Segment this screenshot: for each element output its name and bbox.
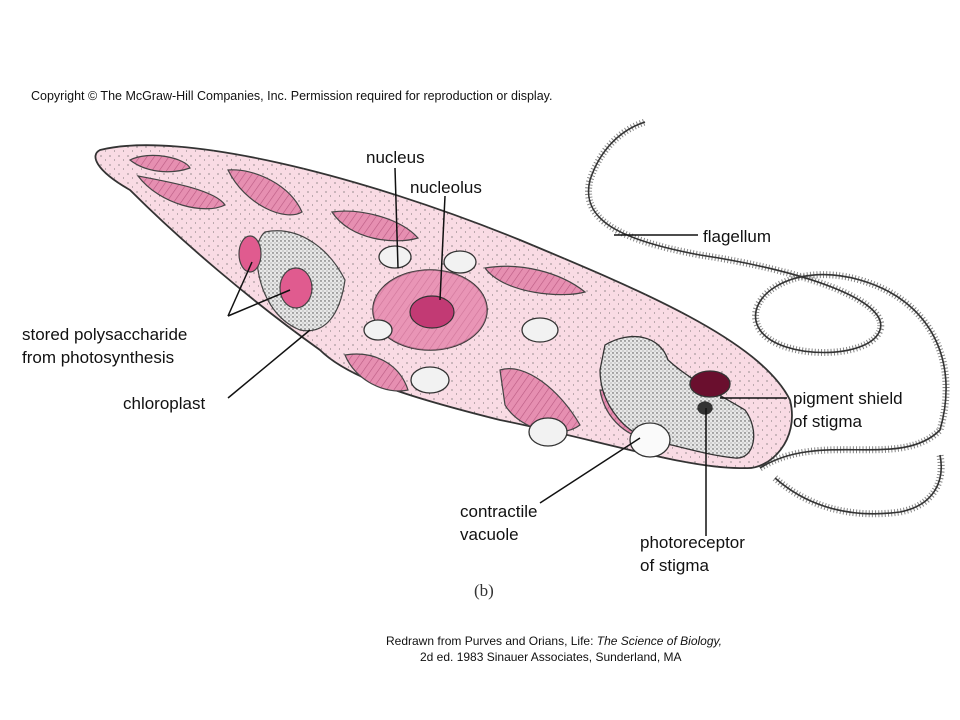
cell-inclusions xyxy=(363,245,568,447)
credit-book-title: The Science of Biology, xyxy=(596,634,722,648)
label-nucleus: nucleus xyxy=(366,148,425,167)
label-photoreceptor-1: photoreceptor xyxy=(640,533,745,552)
label-contractile-vacuole-2: vacuole xyxy=(460,525,519,544)
credit-note: Redrawn from Purves and Orians, Life: Th… xyxy=(386,633,722,665)
label-pigment-shield-2: of stigma xyxy=(793,412,863,431)
label-nucleolus: nucleolus xyxy=(410,178,482,197)
panel-label: (b) xyxy=(474,581,494,600)
pigment-shield xyxy=(689,370,731,398)
stored-polysaccharide xyxy=(238,230,346,332)
label-stored-polysaccharide-2: from photosynthesis xyxy=(22,348,174,367)
nucleolus xyxy=(409,295,455,329)
label-stored-polysaccharide-1: stored polysaccharide xyxy=(22,325,187,344)
label-pigment-shield-1: pigment shield xyxy=(793,389,903,408)
label-chloroplast: chloroplast xyxy=(123,394,205,413)
leader-lines xyxy=(227,167,787,536)
nucleus xyxy=(372,269,488,351)
label-flagellum: flagellum xyxy=(703,227,771,246)
reservoir-region xyxy=(599,335,755,459)
contractile-vacuole xyxy=(629,422,671,458)
credit-line2: 2d ed. 1983 Sinauer Associates, Sunderla… xyxy=(420,650,682,664)
copyright-notice: Copyright © The McGraw-Hill Companies, I… xyxy=(31,89,553,103)
flagellum xyxy=(585,118,950,518)
label-photoreceptor-2: of stigma xyxy=(640,556,710,575)
label-contractile-vacuole-1: contractile xyxy=(460,502,537,521)
credit-line1-prefix: Redrawn from Purves and Orians, Life: xyxy=(386,634,597,648)
